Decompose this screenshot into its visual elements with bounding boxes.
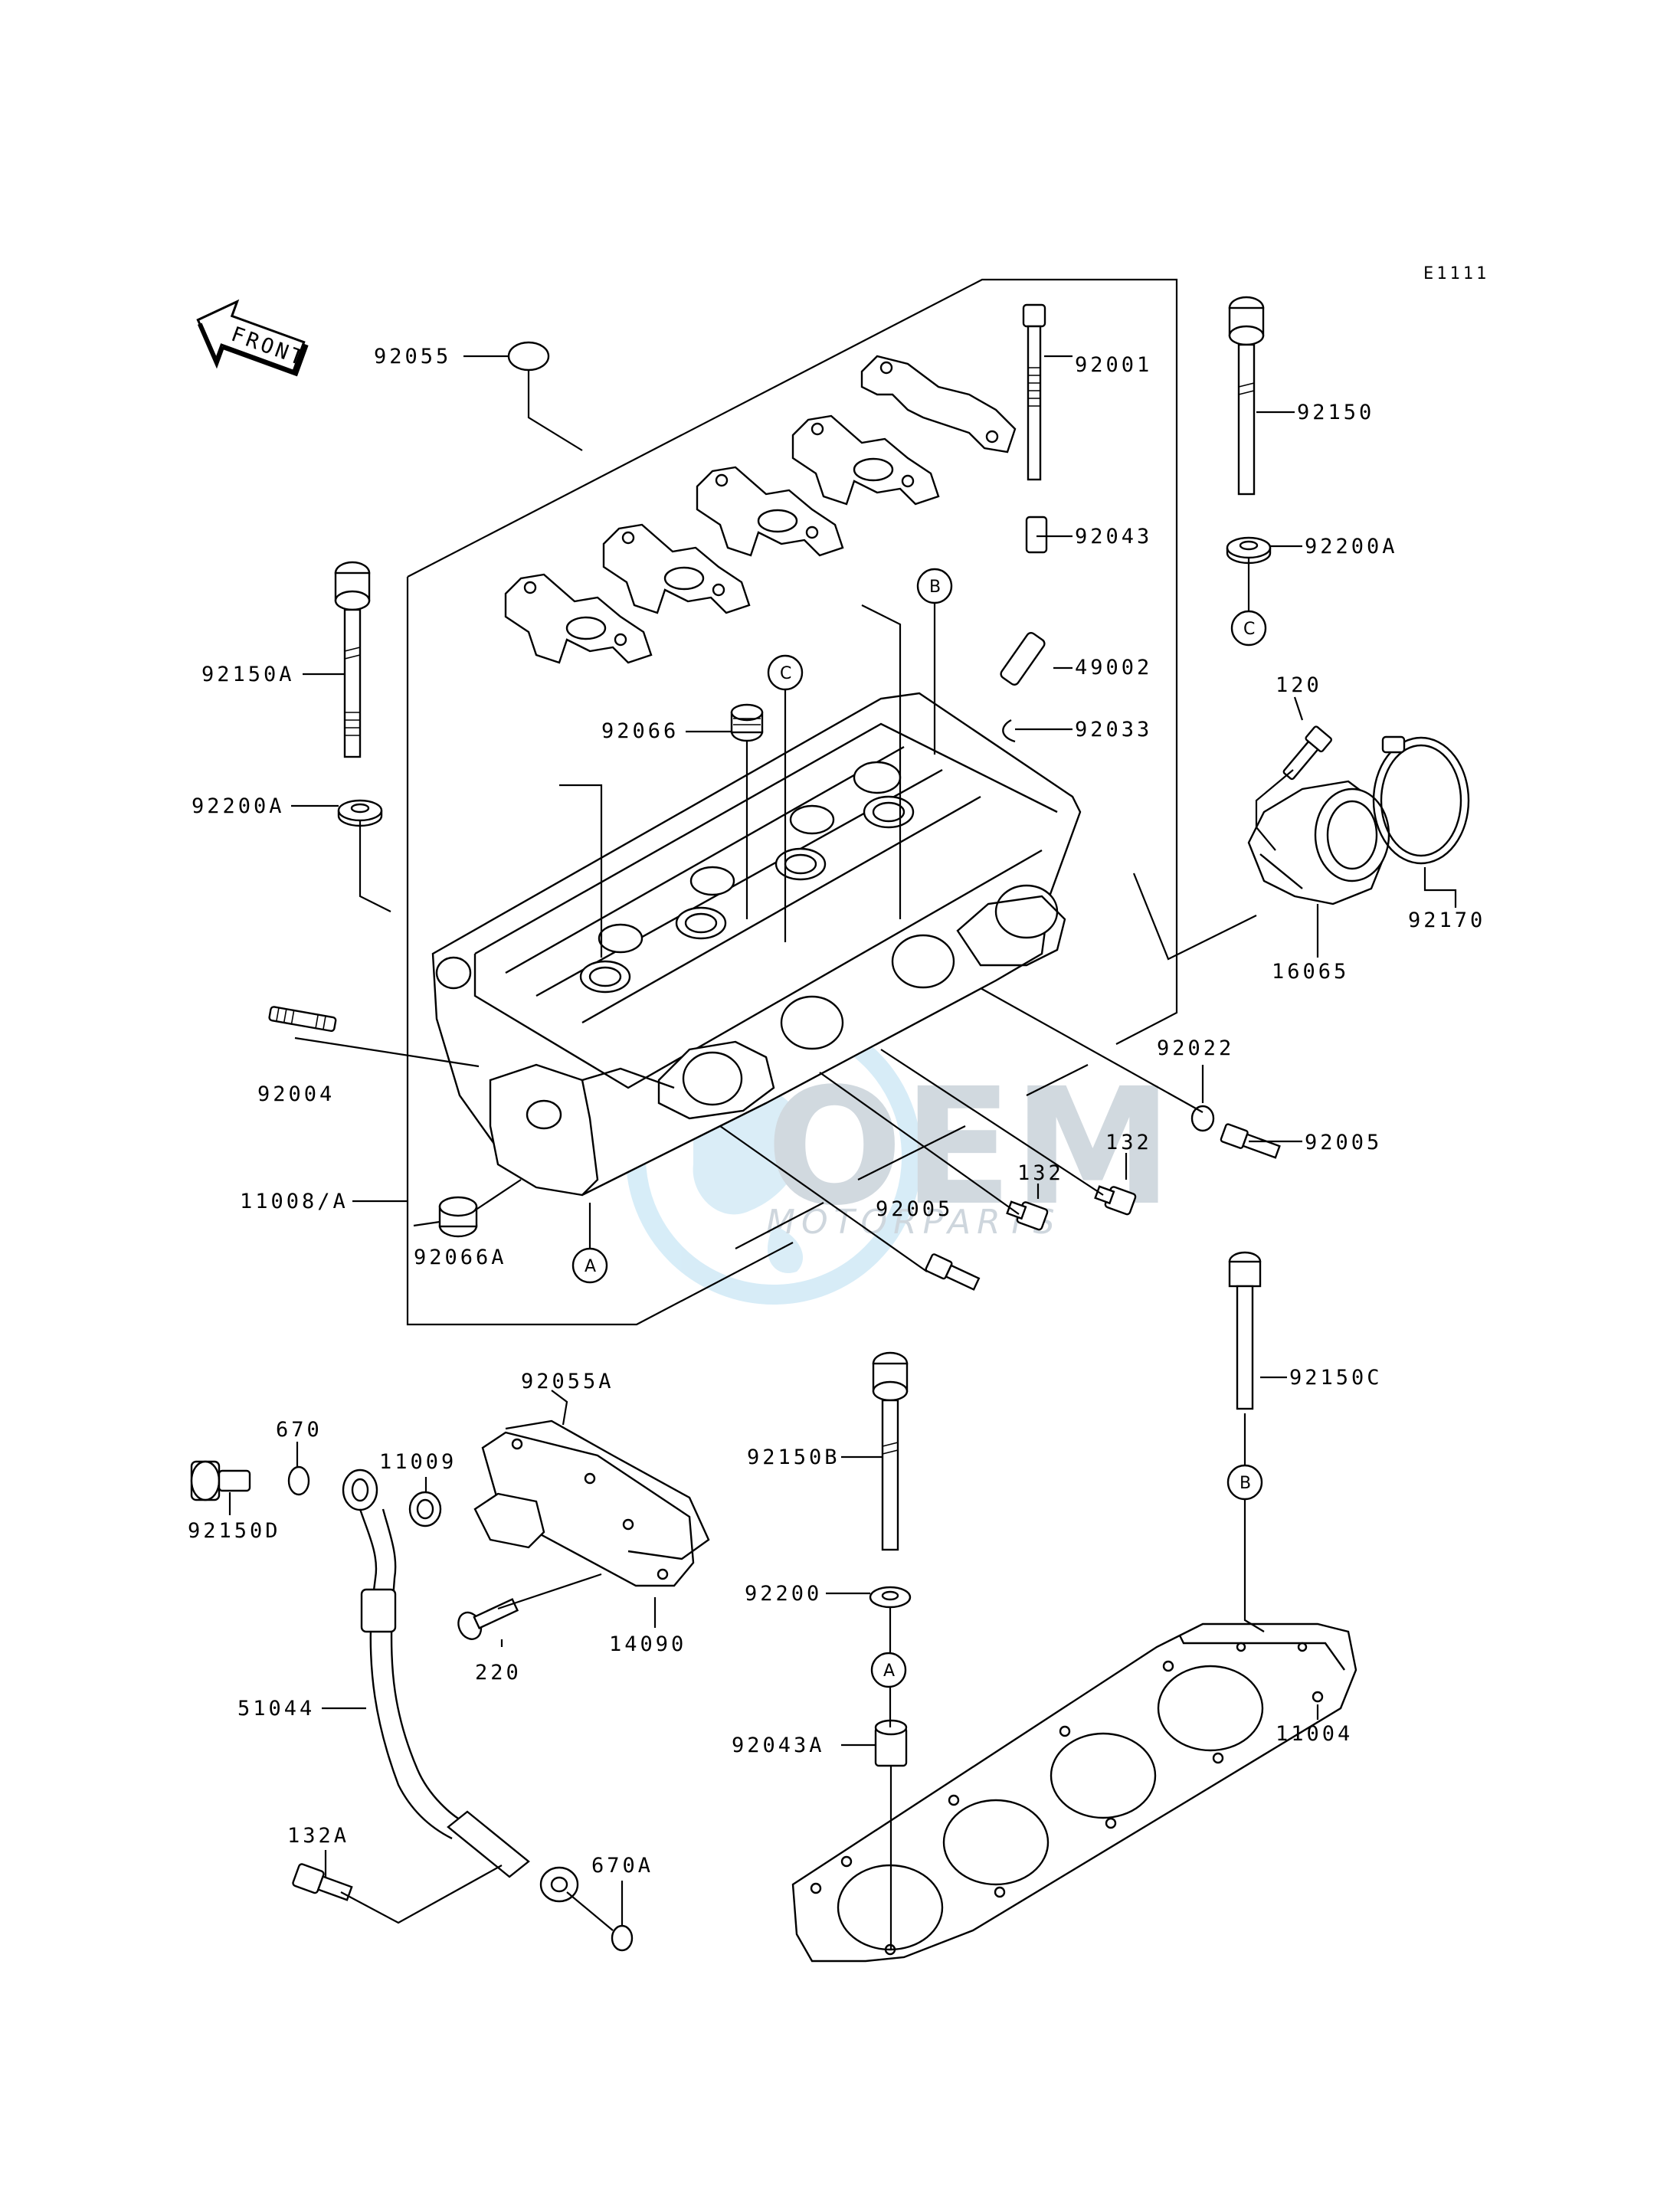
svg-text:B: B xyxy=(1240,1474,1251,1493)
watermark: OEM MOTORPARTS xyxy=(626,1009,1173,1305)
watermark-brand: OEM xyxy=(766,1053,1173,1241)
label-92150: 92150 xyxy=(1297,401,1374,424)
label-132A: 132A xyxy=(287,1824,349,1848)
label-92033: 92033 xyxy=(1075,718,1152,742)
label-92066A: 92066A xyxy=(414,1246,507,1269)
label-92066: 92066 xyxy=(601,719,679,743)
washer-670A xyxy=(611,1924,634,1952)
svg-text:A: A xyxy=(883,1662,895,1681)
bolt-132A xyxy=(292,1863,353,1901)
stud-92004 xyxy=(268,1006,337,1033)
carburetor-holder-16065 xyxy=(1247,780,1390,905)
plug-92066A xyxy=(438,1196,478,1238)
label-11004: 11004 xyxy=(1276,1722,1353,1746)
label-92043A: 92043A xyxy=(732,1734,825,1757)
label-92150D: 92150D xyxy=(188,1519,281,1543)
label-92004: 92004 xyxy=(257,1082,335,1106)
plug-92066 xyxy=(730,703,764,742)
label-220: 220 xyxy=(475,1661,522,1685)
bolt-120 xyxy=(1282,725,1332,781)
gasket-92055A xyxy=(505,1419,710,1560)
washer-92200A-left xyxy=(337,799,383,827)
label-92055: 92055 xyxy=(374,345,451,368)
banjo-bolt-92150D xyxy=(190,1460,251,1501)
front-arrow-icon: FRONT xyxy=(196,299,309,377)
leader-lines-bottom xyxy=(228,1376,1319,1950)
cap-bolt-92001 xyxy=(1022,303,1046,481)
cover-14090 xyxy=(473,1431,695,1587)
label-92001: 92001 xyxy=(1075,353,1152,377)
label-92005-mid: 92005 xyxy=(876,1197,953,1221)
label-92170: 92170 xyxy=(1408,909,1485,932)
diagram-code: E1111 xyxy=(1423,264,1489,283)
o-ring-92055 xyxy=(507,341,550,372)
bolt-132-b xyxy=(1006,1200,1049,1231)
head-bolt-92150A xyxy=(334,561,371,758)
clip-92033 xyxy=(1002,719,1016,743)
dowel-pin-92043 xyxy=(1025,516,1048,554)
head-bolt-92150 xyxy=(1228,296,1265,496)
label-11008A: 11008/A xyxy=(240,1190,349,1213)
cylinder-head xyxy=(431,692,1082,1197)
label-670A: 670A xyxy=(591,1854,653,1878)
label-92200A-right: 92200A xyxy=(1305,535,1398,558)
part-labels: 92055 92001 92150 92043 92200A 92150A 49… xyxy=(188,345,1485,1878)
head-gasket-11004 xyxy=(791,1622,1357,1963)
shim-49002 xyxy=(1000,632,1046,686)
label-92150A: 92150A xyxy=(201,663,295,686)
leader-lines-top xyxy=(291,355,1457,1272)
label-92005-right: 92005 xyxy=(1305,1131,1382,1154)
label-92043: 92043 xyxy=(1075,525,1152,548)
frame-lower-lines xyxy=(735,1064,1089,1249)
camshaft-caps xyxy=(504,355,1017,664)
label-11009: 11009 xyxy=(379,1450,457,1474)
label-120: 120 xyxy=(1276,673,1322,697)
label-92022: 92022 xyxy=(1157,1036,1234,1060)
watermark-sub: MOTORPARTS xyxy=(766,1203,1061,1242)
bolt-220 xyxy=(457,1598,519,1640)
ring-11009 xyxy=(408,1491,442,1527)
bolt-92005-right xyxy=(1220,1123,1281,1159)
label-49002: 49002 xyxy=(1075,656,1152,679)
washer-670 xyxy=(287,1465,310,1496)
bolt-92005-mid xyxy=(925,1253,981,1291)
label-16065: 16065 xyxy=(1272,960,1349,984)
head-bolt-92150B xyxy=(872,1351,909,1551)
label-132-a: 132 xyxy=(1105,1131,1152,1154)
label-670: 670 xyxy=(276,1418,323,1442)
head-bolt-92150C xyxy=(1228,1251,1262,1410)
svg-text:C: C xyxy=(780,664,791,683)
svg-text:C: C xyxy=(1243,620,1255,639)
washer-92022 xyxy=(1190,1105,1215,1132)
svg-text:A: A xyxy=(585,1257,596,1276)
clamp-92170 xyxy=(1372,735,1470,865)
callout-circles: B C C A B A xyxy=(571,568,1267,1688)
label-92150B: 92150B xyxy=(747,1446,840,1469)
svg-text:B: B xyxy=(929,578,941,597)
assembly-frame xyxy=(406,278,1178,1326)
label-92055A: 92055A xyxy=(521,1370,614,1393)
label-132-b: 132 xyxy=(1017,1161,1064,1185)
label-14090: 14090 xyxy=(609,1632,686,1656)
label-92200: 92200 xyxy=(745,1582,822,1606)
label-92150C: 92150C xyxy=(1289,1366,1383,1390)
washer-92200 xyxy=(869,1586,912,1609)
oil-pipe-51044 xyxy=(342,1468,579,1903)
label-51044: 51044 xyxy=(237,1697,315,1721)
label-92200A-left: 92200A xyxy=(192,794,285,818)
